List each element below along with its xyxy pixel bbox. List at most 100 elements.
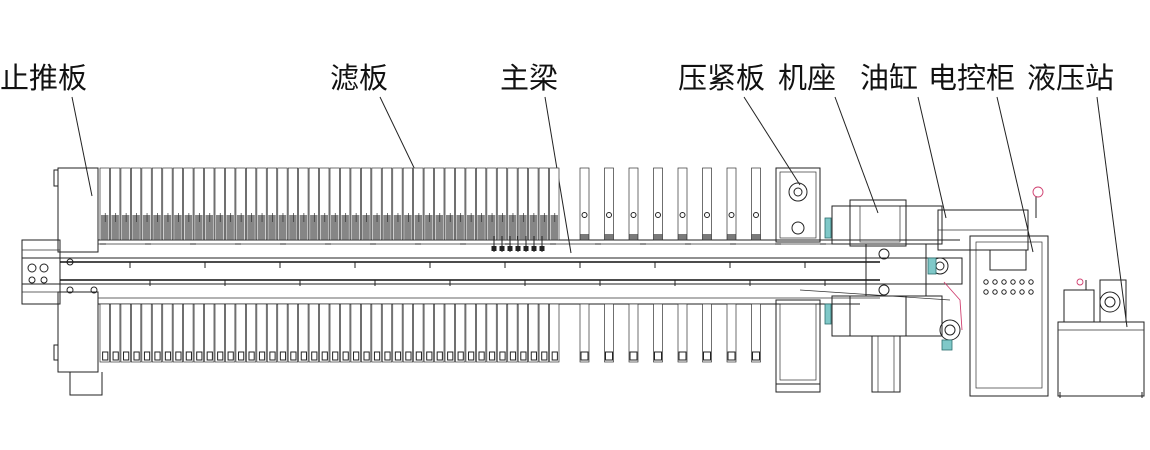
plate-foot [727,351,736,361]
plate-handle [184,215,193,240]
press-plate [775,167,832,385]
label-stop-push-plate: 止推板 [0,61,87,95]
filter-plate [183,303,194,363]
plate-foot [279,351,287,361]
plate-handle [341,215,349,240]
plate-handle [393,215,402,240]
filter-plate-open [653,303,663,363]
plate-handle [372,215,381,240]
plate-handle [153,215,161,240]
plate-foot [478,351,485,361]
plate-foot [133,351,140,361]
plate-hanger [653,234,663,240]
plate-handle [174,215,182,240]
filter-plate [110,303,121,363]
plate-foot [342,351,349,361]
filter-plate [131,303,142,363]
plate-bolt [581,212,588,218]
plate-foot [238,351,245,361]
filter-plate [151,303,163,363]
filter-plate [287,303,298,363]
plate-foot [468,351,475,361]
plate-foot [541,351,548,361]
plate-bolt [704,212,710,218]
plate-handle [226,215,234,240]
valve-body [539,246,545,251]
filter-plate-open [579,167,590,241]
filter-plate-open [751,303,761,363]
filter-plate-open [726,303,737,363]
plate-bolt [728,212,735,218]
plate-hanger [629,234,638,240]
stop-push-plate [21,167,103,396]
plate-handle [101,215,109,240]
cabinet-button [1028,289,1034,295]
filter-plate-open [604,303,614,363]
plate-bolt [655,212,661,218]
oil-cylinder [937,186,1044,251]
plate-hanger [727,234,736,240]
cabinet-button [1001,289,1007,295]
label-machine-base: 机座 [778,61,836,95]
plate-foot [112,351,119,361]
plate-foot [488,351,496,361]
plate-foot [426,351,433,361]
filter-plate [350,303,361,363]
plate-handle [435,215,443,240]
filter-plate-open [702,303,712,363]
filter-plate [392,303,403,363]
plate-foot [384,351,391,361]
filter-plate-open [677,167,688,241]
plate-handle [351,215,360,240]
plate-foot [123,351,130,361]
filter-plate [381,303,393,363]
filter-plate [402,303,413,363]
plate-foot [405,351,412,361]
plate-foot [102,351,109,361]
plate-foot [332,351,339,361]
plate-hanger [580,234,589,240]
filter-plate [423,303,434,363]
filter-plate [99,303,110,363]
cabinet-button [1019,289,1025,295]
filter-plate-open [677,303,688,363]
plate-handle [111,215,119,240]
plate-foot [185,351,192,361]
filter-plate [319,303,330,363]
filter-plate [246,303,257,363]
plate-foot [227,351,234,361]
filter-plate [214,303,225,363]
filter-plate-open [628,167,639,241]
filter-plate-open [653,167,663,241]
plate-handle [487,215,496,240]
plate-handle [383,215,391,240]
plate-foot [457,351,464,361]
filter-plate [162,303,173,363]
cabinet-button [1001,279,1007,285]
plate-handle [446,215,454,240]
filter-plate [476,303,487,363]
plate-hanger [751,234,761,240]
plate-foot [530,351,537,361]
filter-plate-stack-lower [99,303,560,363]
plate-foot [447,351,454,361]
hydraulic-station [1057,278,1145,398]
cabinet-button [1019,279,1025,285]
filter-plate-open [628,303,639,363]
filter-plate [308,303,319,363]
plate-handle [121,215,130,240]
plate-handle [466,215,475,240]
cabinet-button [1028,279,1034,285]
plate-handle [142,215,151,240]
valve-body [499,246,505,251]
label-main-beam: 主梁 [500,61,558,95]
plate-foot [629,351,638,361]
valve-body [491,246,497,251]
filter-plate [141,303,152,363]
filter-plate [455,303,466,363]
filter-plate [266,303,278,363]
filter-plate [329,303,340,363]
valve-body [507,246,513,251]
filter-plate-open [579,303,590,363]
